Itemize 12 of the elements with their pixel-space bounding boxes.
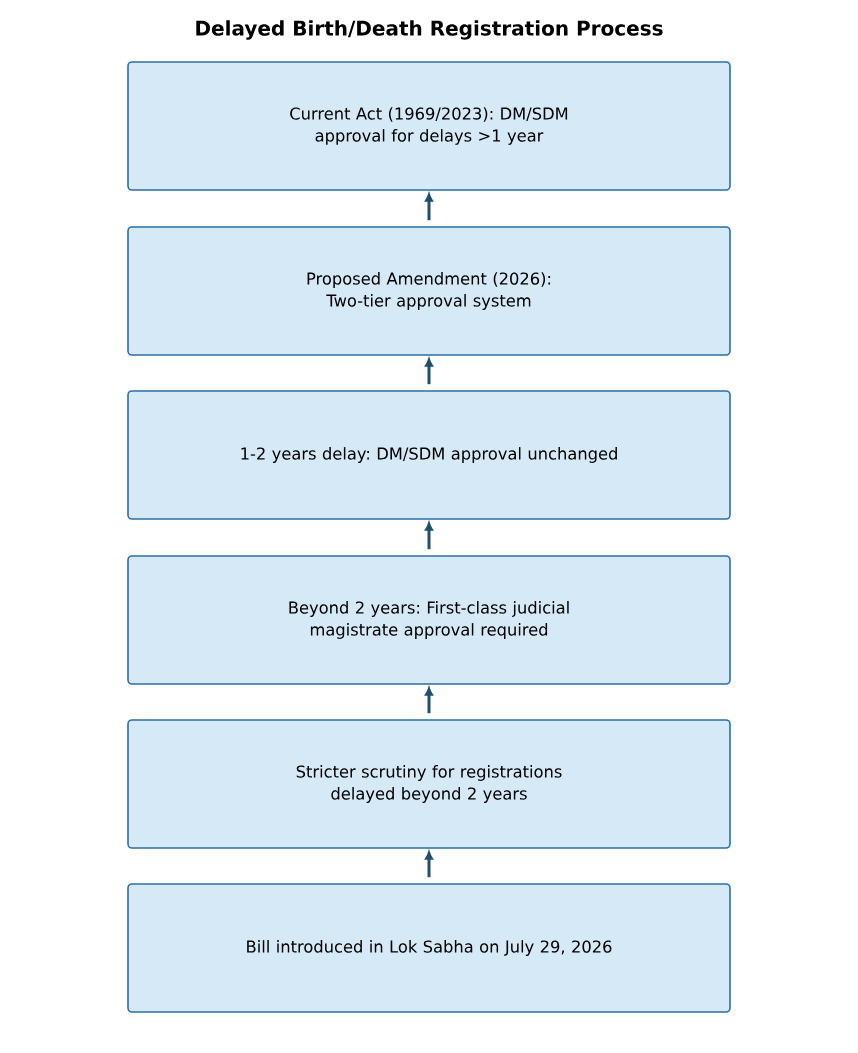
process-box: Current Act (1969/2023): DM/SDM approval for delays >1 year <box>127 61 731 191</box>
process-box: Beyond 2 years: First-class judicial magistrate approval required <box>127 555 731 685</box>
process-box: Stricter scrutiny for registrations delayed beyond 2 years <box>127 719 731 849</box>
arrow <box>425 193 433 221</box>
arrow <box>425 687 433 714</box>
arrow <box>425 358 433 385</box>
arrow <box>425 851 433 878</box>
arrow <box>425 522 433 550</box>
process-box: Bill introduced in Lok Sabha on July 29, 2026 <box>127 883 731 1013</box>
process-box: 1-2 years delay: DM/SDM approval unchanged <box>127 390 731 520</box>
title: Delayed Birth/Death Registration Process <box>196 20 663 40</box>
process-box: Proposed Amendment (2026): Two-tier approval system <box>127 226 731 356</box>
